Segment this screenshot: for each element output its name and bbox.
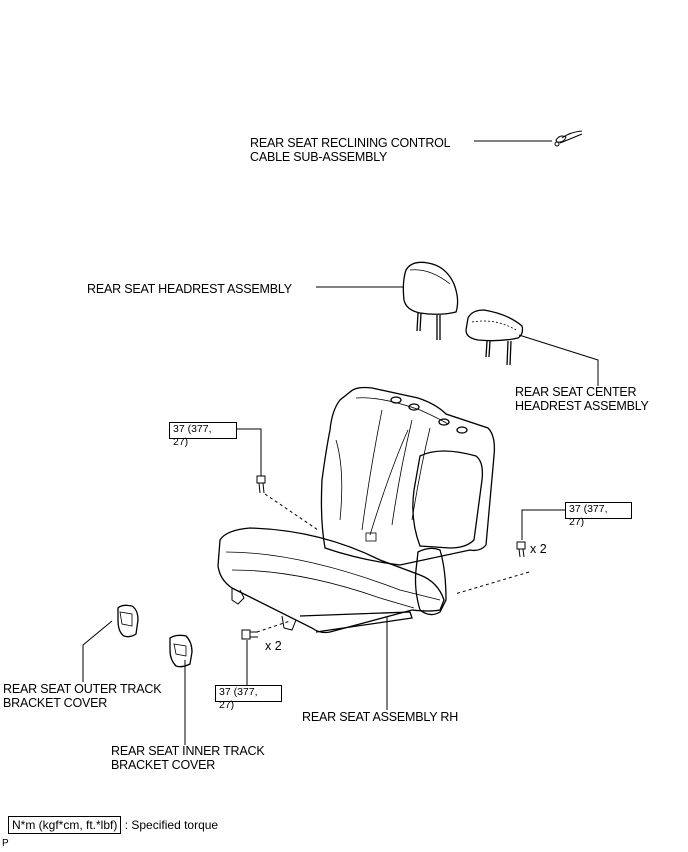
multiplier-bottom: x 2 xyxy=(265,639,282,653)
headrest-part xyxy=(402,261,459,340)
reclining-cable-part xyxy=(554,130,583,147)
label-reclining-cable-line1: REAR SEAT RECLINING CONTROL xyxy=(250,136,451,150)
label-headrest-line1: REAR SEAT HEADREST ASSEMBLY xyxy=(87,282,292,296)
label-outer-bracket-cover-line2: BRACKET COVER xyxy=(3,696,108,710)
legend-units-box: N*m (kgf*cm, ft.*lbf) xyxy=(8,816,122,834)
torque-legend: N*m (kgf*cm, ft.*lbf) : Specified torque xyxy=(8,816,218,834)
torque-right-line1: 37 (377, xyxy=(569,503,608,515)
bolt-upper-left xyxy=(256,475,266,494)
label-center-headrest: REAR SEAT CENTER HEADREST ASSEMBLY xyxy=(515,385,649,413)
label-seat-assembly: REAR SEAT ASSEMBLY RH xyxy=(302,710,458,724)
label-headrest: REAR SEAT HEADREST ASSEMBLY xyxy=(87,282,292,296)
leader-lines xyxy=(82,140,599,745)
torque-upper-left-line2: 27) xyxy=(173,436,189,448)
bolt-bottom xyxy=(241,629,258,640)
label-inner-bracket-cover-line2: BRACKET COVER xyxy=(111,758,216,772)
outer-bracket-cover-part xyxy=(117,604,139,638)
label-outer-bracket-cover: REAR SEAT OUTER TRACK BRACKET COVER xyxy=(3,682,162,710)
torque-bottom-line2: 27) xyxy=(219,699,235,711)
legend-description: : Specified torque xyxy=(124,818,219,832)
install-lines xyxy=(256,493,530,633)
label-inner-bracket-cover: REAR SEAT INNER TRACK BRACKET COVER xyxy=(111,744,265,772)
label-reclining-cable-line2: CABLE SUB-ASSEMBLY xyxy=(250,150,388,164)
inner-bracket-cover-part xyxy=(169,634,193,668)
label-center-headrest-line2: HEADREST ASSEMBLY xyxy=(515,399,649,413)
torque-right-line2: 27) xyxy=(569,516,585,528)
rear-seat-assembly-part xyxy=(217,386,496,634)
multiplier-right: x 2 xyxy=(530,542,547,556)
label-seat-assembly-line1: REAR SEAT ASSEMBLY RH xyxy=(302,710,459,724)
label-center-headrest-line1: REAR SEAT CENTER xyxy=(515,385,637,399)
label-inner-bracket-cover-line1: REAR SEAT INNER TRACK xyxy=(111,744,265,758)
label-reclining-cable: REAR SEAT RECLINING CONTROL CABLE SUB-AS… xyxy=(250,136,451,164)
bolt-right xyxy=(516,541,526,558)
torque-box-right: 37 (377, 27) xyxy=(565,502,632,528)
figure-code: P xyxy=(2,838,9,849)
torque-bottom-line1: 37 (377, xyxy=(219,686,258,698)
torque-box-bottom: 37 (377, 27) xyxy=(215,685,282,711)
center-headrest-part xyxy=(465,309,524,366)
torque-upper-left-line1: 37 (377, xyxy=(173,423,212,435)
torque-box-upper-left: 37 (377, 27) xyxy=(169,422,237,448)
label-outer-bracket-cover-line1: REAR SEAT OUTER TRACK xyxy=(3,682,162,696)
